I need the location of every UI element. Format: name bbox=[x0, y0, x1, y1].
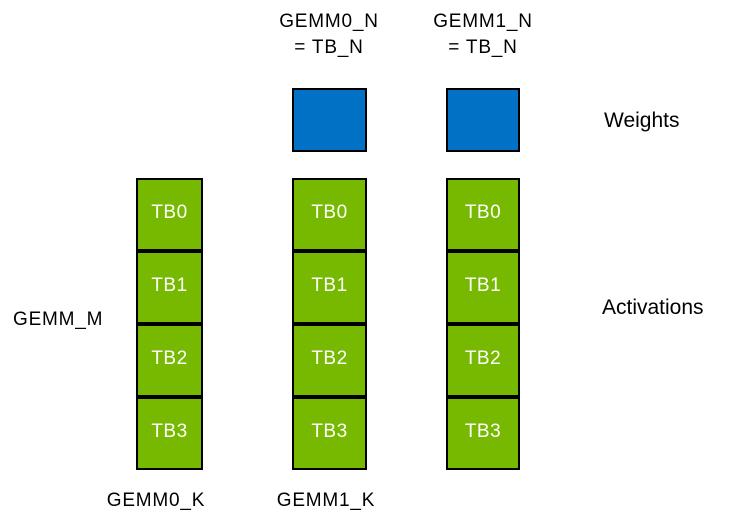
tb-block: TB1 bbox=[292, 251, 367, 324]
gemm1-n-line2: = TB_N bbox=[448, 37, 518, 58]
gemm1-k-label: GEMM1_K bbox=[276, 490, 376, 511]
tb-block: TB3 bbox=[446, 397, 520, 470]
gemm-m-label: GEMM_M bbox=[13, 309, 104, 330]
activations-label: Activations bbox=[602, 296, 704, 319]
tb-block: TB0 bbox=[446, 178, 520, 251]
weights-block-gemm0 bbox=[292, 88, 367, 152]
gemm0-k-label: GEMM0_K bbox=[106, 490, 206, 511]
gemm1-n-header: GEMM1_N = TB_N bbox=[433, 9, 533, 61]
activation-column-1: TB0 TB1 TB2 TB3 bbox=[292, 178, 367, 470]
tb-block: TB2 bbox=[136, 324, 203, 397]
gemm1-n-line1: GEMM1_N bbox=[433, 11, 533, 32]
tb-block: TB0 bbox=[136, 178, 203, 251]
tb-block: TB1 bbox=[136, 251, 203, 324]
tb-block: TB0 bbox=[292, 178, 367, 251]
gemm0-n-header: GEMM0_N = TB_N bbox=[279, 9, 379, 61]
activation-column-2: TB0 TB1 TB2 TB3 bbox=[446, 178, 520, 470]
weights-label: Weights bbox=[604, 109, 680, 132]
tb-block: TB3 bbox=[292, 397, 367, 470]
gemm0-n-line1: GEMM0_N bbox=[279, 11, 379, 32]
weights-block-gemm1 bbox=[446, 88, 520, 152]
tb-block: TB2 bbox=[446, 324, 520, 397]
activation-column-0: TB0 TB1 TB2 TB3 bbox=[136, 178, 203, 470]
gemm0-n-line2: = TB_N bbox=[294, 37, 364, 58]
tb-block: TB1 bbox=[446, 251, 520, 324]
tb-block: TB2 bbox=[292, 324, 367, 397]
tb-block: TB3 bbox=[136, 397, 203, 470]
